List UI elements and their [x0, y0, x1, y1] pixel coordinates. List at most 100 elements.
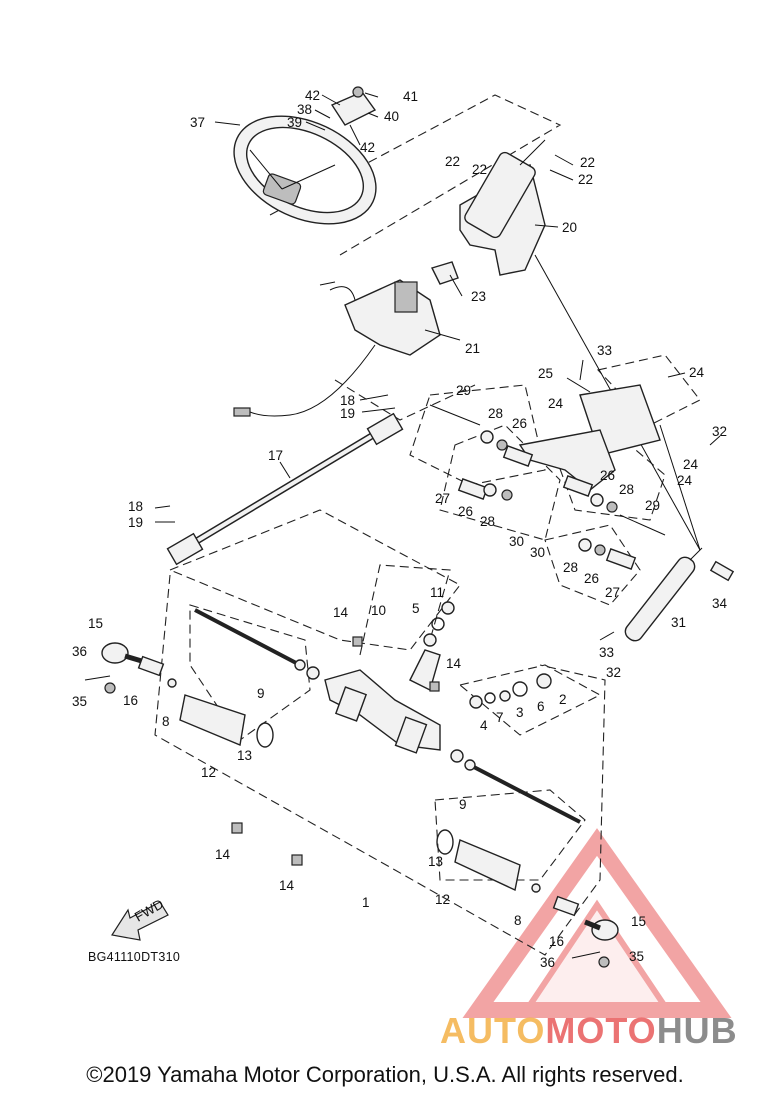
label-29-b: 29 — [645, 498, 660, 513]
bracket-25 — [518, 384, 661, 491]
label-12-right: 12 — [435, 892, 450, 907]
group-outlines — [154, 94, 701, 956]
watermark-auto: AUTO — [440, 1010, 546, 1051]
label-17: 17 — [268, 448, 283, 463]
bushings-26-28 — [429, 404, 666, 570]
diagram-code: BG41110DT310 — [88, 950, 180, 964]
steering-wheel-37 — [233, 115, 377, 225]
label-8-left: 8 — [162, 714, 170, 729]
label-29-top: 29 — [456, 383, 471, 398]
label-32: 32 — [606, 665, 621, 680]
label-24-a: 24 — [689, 365, 705, 380]
label-28-b: 28 — [619, 482, 634, 497]
tie-rod-end-15-left — [84, 642, 177, 694]
label-20: 20 — [562, 220, 577, 235]
label-12-left: 12 — [201, 765, 216, 780]
boot-12-right — [436, 829, 521, 892]
label-41: 41 — [403, 89, 418, 104]
label-39: 39 — [287, 115, 302, 130]
label-24-b: 24 — [548, 396, 564, 411]
tie-rod-9-right — [450, 749, 581, 824]
tie-rod-9-left — [194, 608, 320, 680]
steering-cap-40 — [330, 86, 377, 126]
label-14-d: 14 — [279, 878, 295, 893]
label-18: 18 — [128, 499, 143, 514]
fwd-arrow-icon: FWD — [111, 896, 169, 941]
label-5: 5 — [412, 601, 420, 616]
label-8-right: 8 — [514, 913, 522, 928]
label-42-top: 42 — [305, 88, 320, 103]
label-40: 40 — [384, 109, 399, 124]
bolts-14 — [231, 636, 440, 866]
rack-pinion-1 — [324, 649, 441, 754]
label-21: 21 — [465, 341, 480, 356]
label-32-top: 32 — [712, 424, 727, 439]
label-18-top: 18 — [340, 393, 355, 408]
label-16-left: 16 — [123, 693, 138, 708]
label-26-d: 26 — [584, 571, 599, 586]
label-36-right: 36 — [540, 955, 555, 970]
label-13-right: 13 — [428, 854, 443, 869]
label-7: 7 — [496, 710, 504, 725]
leader-lines — [154, 92, 721, 523]
label-11: 11 — [430, 585, 444, 600]
label-26-b: 26 — [600, 468, 615, 483]
label-9-right: 9 — [459, 797, 467, 812]
tie-rod-end-15-right — [531, 883, 619, 968]
label-22-b: 22 — [472, 162, 487, 177]
label-33: 33 — [599, 645, 614, 660]
label-31: 31 — [671, 615, 686, 630]
label-24-c: 24 — [683, 457, 699, 472]
watermark-hub: HUB — [656, 1010, 738, 1051]
label-1: 1 — [362, 895, 370, 910]
seals-2-7 — [423, 601, 552, 709]
damper-31 — [599, 547, 735, 642]
watermark-text: AUTOMOTOHUB — [440, 1010, 738, 1052]
part-labels: 37 42 38 39 41 40 42 22 22 22 22 20 23 2… — [72, 88, 728, 970]
label-15-right: 15 — [631, 914, 646, 929]
label-6: 6 — [537, 699, 545, 714]
steering-column-21 — [233, 279, 441, 417]
label-10: 10 — [371, 603, 386, 618]
label-14-a: 14 — [333, 605, 349, 620]
label-28-d: 28 — [563, 560, 578, 575]
label-35-left: 35 — [72, 694, 87, 709]
label-30-b: 30 — [530, 545, 545, 560]
boot-12-left — [179, 694, 274, 748]
label-14-b: 14 — [446, 656, 462, 671]
label-33-top: 33 — [597, 343, 612, 358]
watermark-triangle — [462, 828, 732, 1018]
watermark-moto: MOTO — [545, 1010, 657, 1051]
label-35-right: 35 — [629, 949, 644, 964]
label-3: 3 — [516, 705, 524, 720]
label-30-a: 30 — [509, 534, 524, 549]
label-36-left: 36 — [72, 644, 87, 659]
label-27-b: 27 — [605, 585, 620, 600]
label-22-c: 22 — [580, 155, 595, 170]
label-22-a: 22 — [445, 154, 460, 169]
label-34: 34 — [712, 596, 728, 611]
shaft-17 — [166, 412, 404, 566]
label-28-a: 28 — [488, 406, 503, 421]
label-25: 25 — [538, 366, 553, 381]
column-bracket-20 — [459, 139, 546, 276]
label-37: 37 — [190, 115, 205, 130]
copyright-notice: ©2019 Yamaha Motor Corporation, U.S.A. A… — [86, 1062, 684, 1087]
label-2: 2 — [559, 692, 567, 707]
label-26-a: 26 — [512, 416, 527, 431]
label-14-c: 14 — [215, 847, 231, 862]
label-15-left: 15 — [88, 616, 103, 631]
label-26-c: 26 — [458, 504, 473, 519]
label-38: 38 — [297, 102, 312, 117]
label-13-left: 13 — [237, 748, 252, 763]
label-22-d: 22 — [578, 172, 593, 187]
label-27-a: 27 — [435, 491, 450, 506]
label-19: 19 — [128, 515, 143, 530]
label-24-d: 24 — [677, 473, 693, 488]
label-4: 4 — [480, 718, 488, 733]
label-16-right: 16 — [549, 934, 564, 949]
label-42: 42 — [360, 140, 375, 155]
label-19-top: 19 — [340, 406, 355, 421]
label-23: 23 — [471, 289, 486, 304]
